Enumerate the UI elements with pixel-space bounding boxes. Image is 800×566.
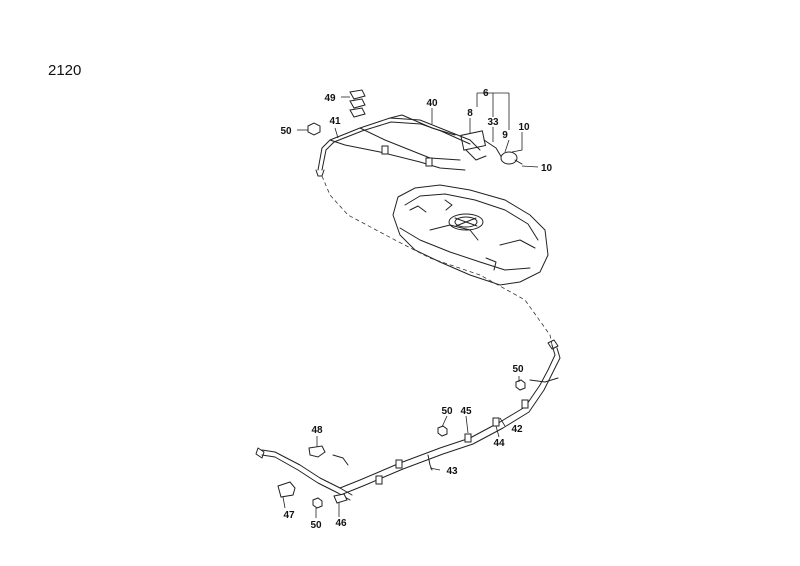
callout-40: 40: [426, 98, 438, 109]
diagram-code: 2120: [48, 62, 81, 79]
callout-50-right: 50: [512, 364, 524, 375]
callout-8: 8: [467, 108, 473, 119]
callout-42: 42: [511, 424, 523, 435]
callout-6: 6: [483, 88, 489, 99]
callout-50-top: 50: [280, 126, 292, 137]
callout-33: 33: [487, 117, 499, 128]
callout-9: 9: [502, 130, 508, 141]
callout-10-right: 10: [541, 163, 553, 174]
fuel-pump-module: [460, 130, 523, 165]
callout-45: 45: [460, 406, 472, 417]
callout-44: 44: [493, 438, 505, 449]
fuel-tank: [392, 184, 549, 286]
nut-50-mid: [437, 425, 448, 437]
nut-50-bottom: [312, 497, 323, 509]
clip-46: [333, 493, 348, 504]
connection-line: [321, 175, 553, 346]
callout-10-top: 10: [518, 122, 530, 133]
callout-50-mid: 50: [441, 406, 453, 417]
callout-48: 48: [311, 425, 323, 436]
clip-43: [427, 454, 433, 471]
callout-41: 41: [329, 116, 341, 127]
lower-fuel-lines: [255, 339, 561, 501]
leader-lines: [282, 92, 539, 518]
nut-50-top: [307, 122, 321, 136]
clip-49: [349, 89, 366, 118]
callout-47: 47: [283, 510, 295, 521]
callout-43: 43: [446, 466, 458, 477]
callout-46: 46: [335, 518, 347, 529]
callout-49: 49: [324, 93, 336, 104]
callout-50-bottom: 50: [310, 520, 322, 531]
nut-50-right: [515, 379, 526, 391]
upper-fuel-lines: [315, 114, 481, 177]
grommet-48: [308, 445, 326, 458]
bracket-47: [277, 481, 296, 498]
